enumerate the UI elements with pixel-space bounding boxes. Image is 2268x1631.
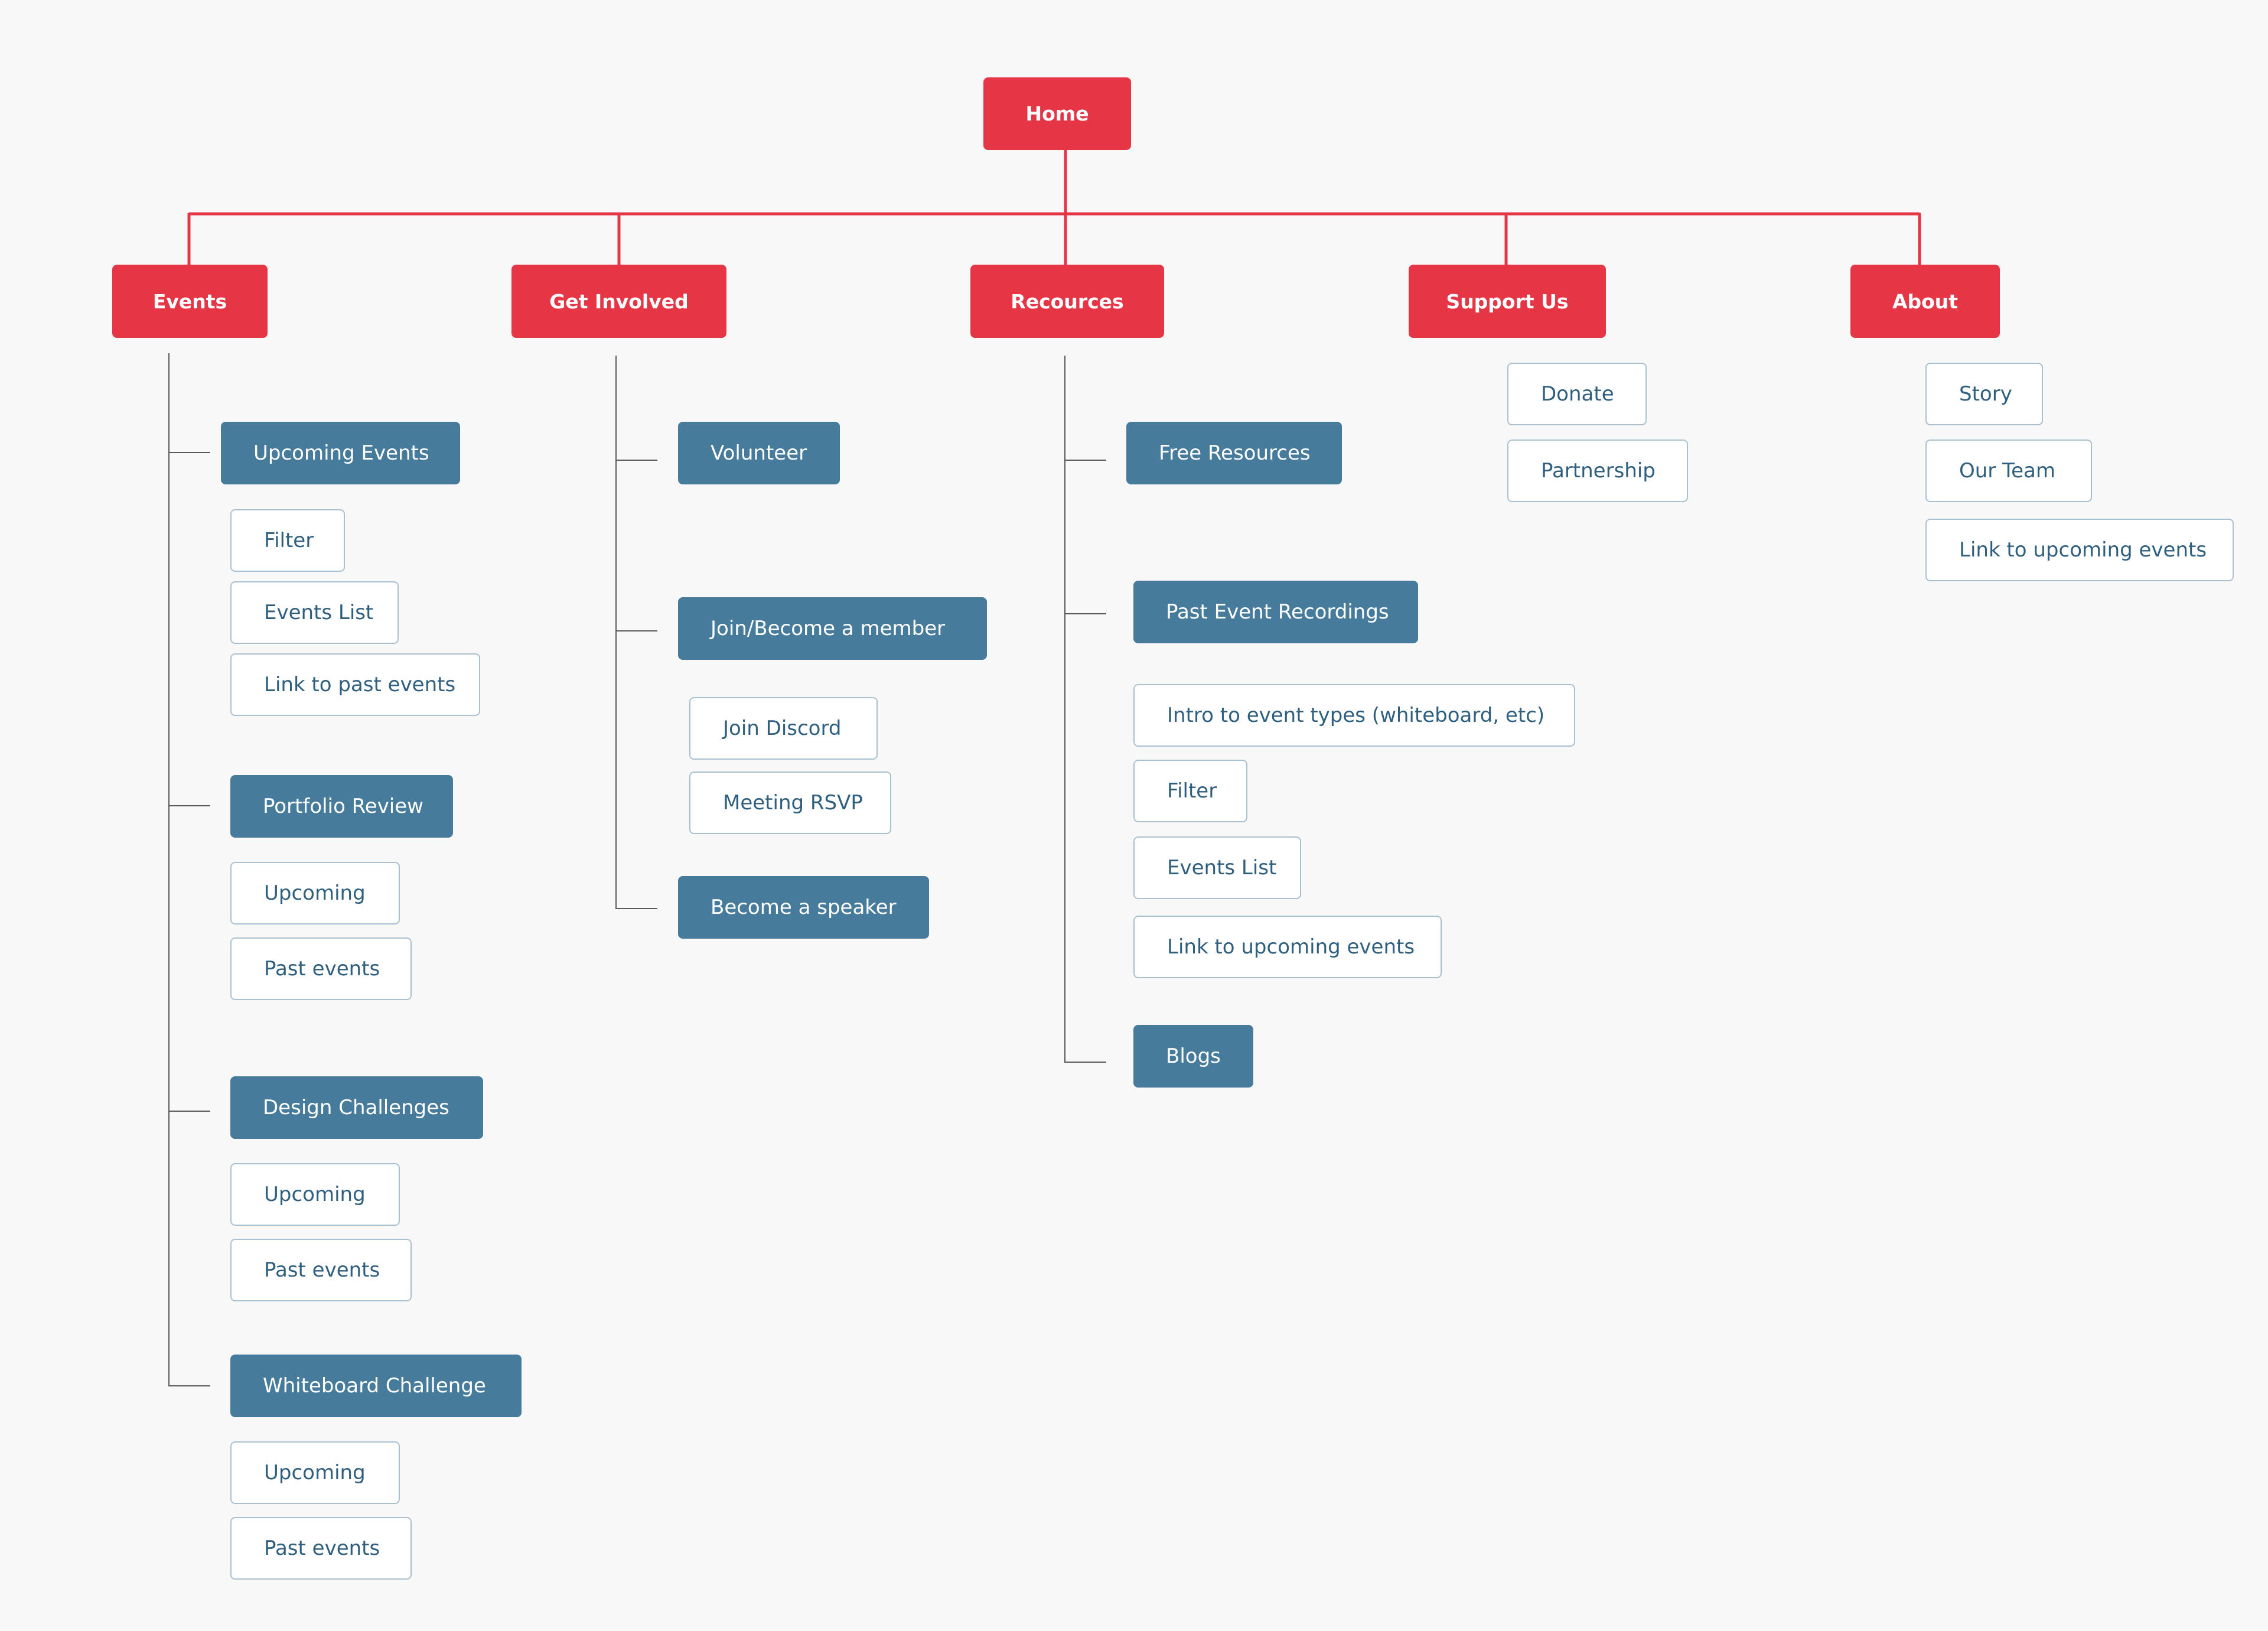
portfolio-upcoming-node[interactable]: Upcoming (230, 862, 400, 924)
join-discord-node[interactable]: Join Discord (689, 697, 878, 760)
about-node[interactable]: About (1850, 265, 2000, 338)
past-recordings-node[interactable]: Past Event Recordings (1133, 581, 1418, 643)
about-link-upcoming-node[interactable]: Link to upcoming events (1925, 519, 2234, 581)
home-node[interactable]: Home (983, 77, 1131, 150)
our-team-node[interactable]: Our Team (1925, 440, 2092, 502)
whiteboard-past-events-node[interactable]: Past events (230, 1517, 412, 1580)
events-list-node[interactable]: Events List (230, 581, 399, 644)
support-us-node[interactable]: Support Us (1409, 265, 1606, 338)
portfolio-review-node[interactable]: Portfolio Review (230, 775, 453, 838)
recordings-filter-node[interactable]: Filter (1133, 760, 1247, 822)
design-upcoming-node[interactable]: Upcoming (230, 1163, 400, 1226)
portfolio-past-events-node[interactable]: Past events (230, 937, 412, 1000)
events-node[interactable]: Events (112, 265, 268, 338)
whiteboard-challenge-node[interactable]: Whiteboard Challenge (230, 1355, 522, 1417)
join-member-node[interactable]: Join/Become a member (678, 597, 987, 660)
connector-resources-spine (1064, 356, 1106, 1063)
donate-node[interactable]: Donate (1507, 363, 1647, 425)
root-connectors (187, 150, 1921, 265)
become-speaker-node[interactable]: Become a speaker (678, 876, 929, 939)
partnership-node[interactable]: Partnership (1507, 440, 1688, 502)
link-to-past-events-node[interactable]: Link to past events (230, 653, 480, 716)
connector-events-spine (168, 353, 210, 1386)
blogs-node[interactable]: Blogs (1133, 1025, 1253, 1088)
meeting-rsvp-node[interactable]: Meeting RSVP (689, 771, 891, 834)
section-connectors (168, 353, 1106, 1386)
story-node[interactable]: Story (1925, 363, 2043, 425)
connector-get-involved-spine (615, 356, 657, 909)
resources-node[interactable]: Recources (970, 265, 1164, 338)
design-past-events-node[interactable]: Past events (230, 1239, 412, 1301)
free-resources-node[interactable]: Free Resources (1126, 422, 1342, 484)
intro-event-types-node[interactable]: Intro to event types (whiteboard, etc) (1133, 684, 1575, 747)
upcoming-events-node[interactable]: Upcoming Events (221, 422, 460, 484)
filter-node[interactable]: Filter (230, 509, 345, 572)
recordings-events-list-node[interactable]: Events List (1133, 836, 1301, 899)
whiteboard-upcoming-node[interactable]: Upcoming (230, 1441, 400, 1504)
volunteer-node[interactable]: Volunteer (678, 422, 840, 484)
get-involved-node[interactable]: Get Involved (511, 265, 726, 338)
design-challenges-node[interactable]: Design Challenges (230, 1076, 483, 1139)
recordings-link-upcoming-node[interactable]: Link to upcoming events (1133, 916, 1442, 978)
